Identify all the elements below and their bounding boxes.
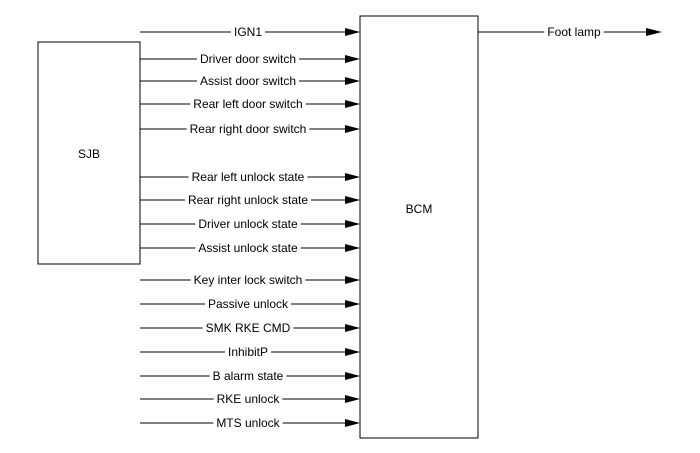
signal-rear-right-unlock-state: Rear right unlock state xyxy=(140,193,360,207)
arrowhead xyxy=(345,196,360,204)
signal-driver-unlock-state: Driver unlock state xyxy=(140,217,360,231)
signal-inhibitp: InhibitP xyxy=(140,345,360,359)
signal-label: Passive unlock xyxy=(208,297,289,311)
arrowhead xyxy=(345,220,360,228)
arrowhead xyxy=(345,28,360,36)
arrowhead xyxy=(646,28,662,36)
signal-label: Assist door switch xyxy=(200,74,296,88)
sjb-block: SJB xyxy=(37,41,141,265)
arrowhead xyxy=(345,100,360,108)
arrowhead xyxy=(345,173,360,181)
signal-label: Rear left unlock state xyxy=(192,170,305,184)
arrowhead xyxy=(345,77,360,85)
signal-passive-unlock: Passive unlock xyxy=(140,297,360,311)
arrowhead xyxy=(345,276,360,284)
arrowhead xyxy=(345,348,360,356)
bcm-label: BCM xyxy=(406,202,433,216)
signal-label: RKE unlock xyxy=(217,392,281,406)
signal-assist-door-switch: Assist door switch xyxy=(140,74,360,88)
signal-key-inter-lock-switch: Key inter lock switch xyxy=(140,273,360,287)
signal-label: SMK RKE CMD xyxy=(206,321,291,335)
signal-label: Driver unlock state xyxy=(198,217,298,231)
arrowhead xyxy=(345,324,360,332)
signal-b-alarm-state: B alarm state xyxy=(140,369,360,383)
signal-mts-unlock: MTS unlock xyxy=(140,416,360,430)
output-label: Foot lamp xyxy=(547,25,601,39)
signal-label: Driver door switch xyxy=(200,52,296,66)
arrowhead xyxy=(345,125,360,133)
signal-rear-left-door-switch: Rear left door switch xyxy=(140,97,360,111)
signal-label: Assist unlock state xyxy=(198,241,298,255)
signal-rear-left-unlock-state: Rear left unlock state xyxy=(140,170,360,184)
signal-label: MTS unlock xyxy=(216,416,280,430)
signal-label: IGN1 xyxy=(234,25,262,39)
arrowhead xyxy=(345,395,360,403)
output-foot-lamp: Foot lamp xyxy=(478,25,662,39)
arrowhead xyxy=(345,372,360,380)
arrowhead xyxy=(345,244,360,252)
signal-label: Key inter lock switch xyxy=(194,273,303,287)
signal-driver-door-switch: Driver door switch xyxy=(140,52,360,66)
bcm-block: BCM xyxy=(359,15,479,439)
signal-label: Rear left door switch xyxy=(193,97,302,111)
signal-ign1: IGN1 xyxy=(140,25,360,39)
signal-label: B alarm state xyxy=(213,369,284,383)
arrowhead xyxy=(345,300,360,308)
sjb-label: SJB xyxy=(78,147,100,161)
signal-label: InhibitP xyxy=(228,345,268,359)
signal-label: Rear right door switch xyxy=(190,122,307,136)
arrowhead xyxy=(345,55,360,63)
signal-smk-rke-cmd: SMK RKE CMD xyxy=(140,321,360,335)
signal-rear-right-door-switch: Rear right door switch xyxy=(140,122,360,136)
signal-label: Rear right unlock state xyxy=(188,193,308,207)
arrowhead xyxy=(345,419,360,427)
signal-rke-unlock: RKE unlock xyxy=(140,392,360,406)
signal-assist-unlock-state: Assist unlock state xyxy=(140,241,360,255)
